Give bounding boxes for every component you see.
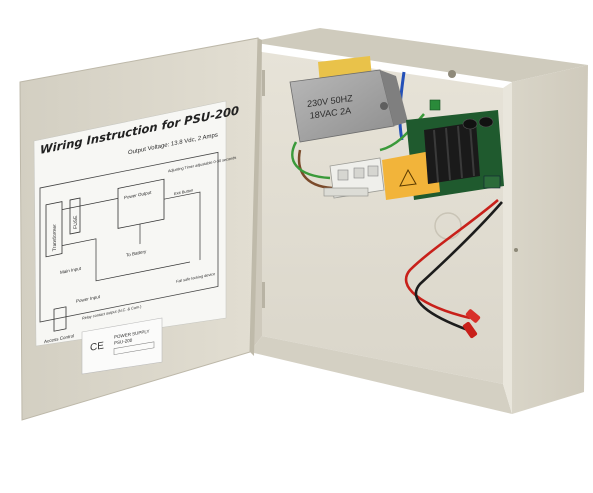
transformer-bolt bbox=[380, 102, 388, 110]
diagram-exit-label: Exit Button bbox=[174, 187, 193, 196]
wire-black bbox=[414, 201, 503, 332]
wire-green-2 bbox=[379, 113, 425, 152]
diagram-frame bbox=[39, 151, 219, 323]
diagram-keypad bbox=[53, 306, 67, 332]
wire-red bbox=[404, 199, 499, 320]
screw-hole bbox=[514, 248, 518, 252]
transformer: 230V 50HZ 18VAC 2A bbox=[289, 56, 408, 143]
diagram-wire-2 bbox=[62, 238, 190, 282]
wire-brown-1 bbox=[297, 149, 333, 190]
potentiometer bbox=[429, 99, 441, 111]
rating-line-1: POWER SUPPLY bbox=[114, 329, 150, 340]
warning-triangle bbox=[399, 168, 417, 187]
diagram-access-label: Access Control bbox=[44, 333, 74, 344]
diagram-transformer-label: Transformer bbox=[52, 223, 58, 251]
diagram-fuse bbox=[69, 197, 81, 235]
diagram-wire-1 bbox=[62, 198, 118, 210]
barcode bbox=[113, 341, 155, 355]
pcb-board bbox=[382, 99, 504, 200]
enclosure-front-rim bbox=[503, 82, 512, 414]
diagram-battery-label: To Battery bbox=[126, 249, 147, 258]
hinge-slot-bottom bbox=[262, 282, 265, 308]
rating-label: CE POWER SUPPLY PSU-200 bbox=[81, 317, 163, 375]
knockout-hole-top bbox=[448, 70, 456, 78]
transformer-side bbox=[380, 70, 408, 126]
wiring-instruction-sheet: Wiring Instruction for PSU-200 Output Vo… bbox=[33, 100, 239, 347]
rating-line-2: PSU-200 bbox=[114, 337, 133, 345]
diagram-power-output-label: Power Output bbox=[124, 190, 152, 201]
heatsink bbox=[424, 122, 480, 184]
diagram-mains-label: Main Input bbox=[60, 266, 82, 275]
capacitor-1 bbox=[462, 118, 478, 130]
ce-mark: CE bbox=[90, 340, 104, 353]
terminal-block bbox=[323, 157, 385, 199]
enclosure-inner-bottom bbox=[250, 336, 512, 414]
fuse-holder bbox=[323, 187, 369, 197]
pcb-terminal bbox=[483, 175, 501, 189]
enclosure-right-side bbox=[512, 65, 588, 414]
hinge-slot-top bbox=[262, 70, 265, 96]
diagram-power-input-label: Power Input bbox=[76, 294, 101, 304]
diagram-failsafe-label: Fail safe locking device bbox=[176, 272, 215, 284]
diagram-fuse-label: FUSE bbox=[73, 214, 79, 229]
connector-black bbox=[462, 321, 478, 339]
connector-red bbox=[465, 309, 481, 323]
enclosure-top bbox=[250, 28, 588, 82]
capacitor-2 bbox=[478, 116, 494, 128]
diagram-transformer bbox=[45, 201, 63, 258]
diagram-wire-3 bbox=[164, 191, 201, 261]
wire-green-1 bbox=[291, 141, 331, 180]
door-edge bbox=[250, 38, 262, 356]
